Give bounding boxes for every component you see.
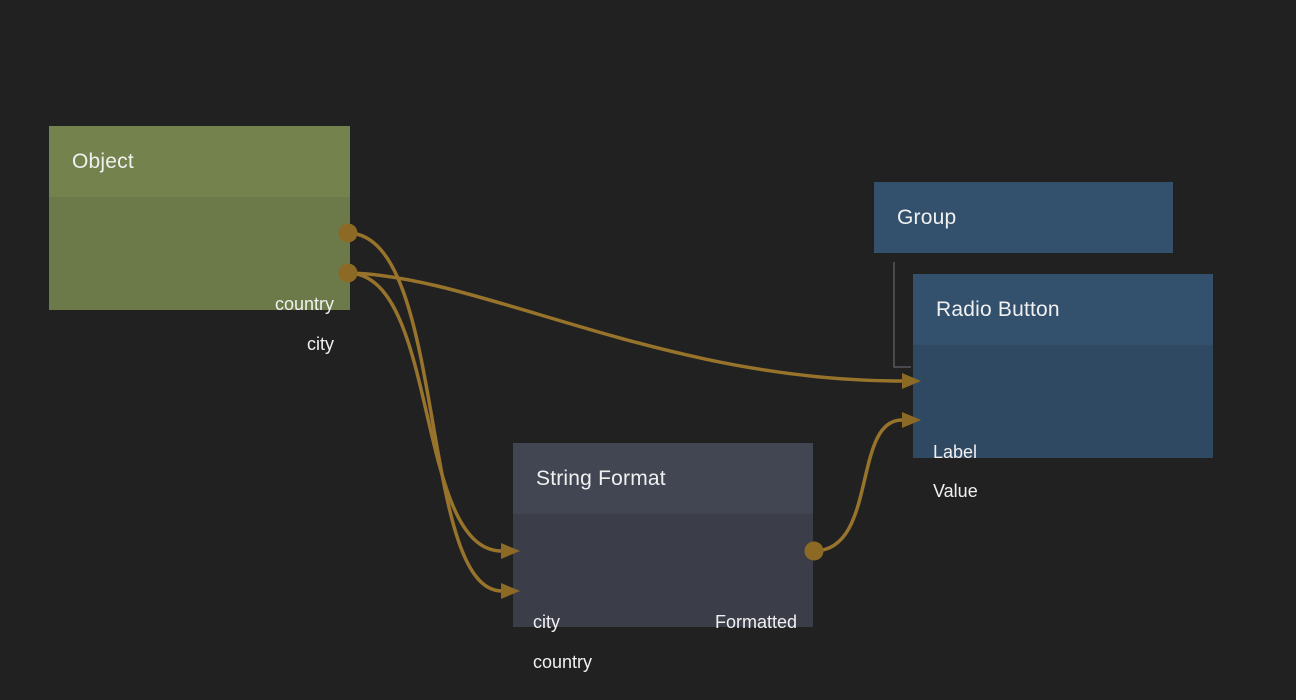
- node-object[interactable]: Object country city: [49, 126, 350, 354]
- wire-object-city-to-radio-label[interactable]: [347, 271, 903, 383]
- wire-object-city-to-stringformat-city[interactable]: [347, 271, 503, 553]
- port-string-format-city[interactable]: city: [533, 612, 560, 632]
- node-string-format-header[interactable]: String Format: [513, 443, 813, 514]
- node-object-title: Object: [72, 149, 134, 173]
- port-string-format-country[interactable]: country: [533, 652, 593, 672]
- port-object-country[interactable]: country: [274, 294, 334, 314]
- node-string-format-body: city country Formatted: [513, 514, 813, 672]
- tree-connector-group-radio: [893, 262, 911, 368]
- node-radio-button-title: Radio Button: [936, 297, 1060, 321]
- wire-object-country-to-stringformat-country[interactable]: [347, 231, 503, 593]
- node-string-format[interactable]: String Format city country Formatted: [513, 443, 813, 672]
- node-object-body: country city: [49, 197, 350, 354]
- node-string-format-title: String Format: [536, 466, 666, 490]
- port-object-city[interactable]: city: [307, 334, 334, 354]
- node-radio-button[interactable]: Radio Button Label Value: [913, 274, 1213, 501]
- wire-stringformat-formatted-to-radio-value[interactable]: [813, 418, 903, 553]
- node-object-header[interactable]: Object: [49, 126, 350, 197]
- node-radio-button-header[interactable]: Radio Button: [913, 274, 1213, 345]
- port-radio-value[interactable]: Value: [933, 481, 978, 501]
- port-string-format-formatted[interactable]: Formatted: [714, 612, 797, 632]
- node-group-header[interactable]: Group: [874, 182, 1173, 253]
- node-group[interactable]: Group: [874, 182, 1173, 253]
- port-radio-label[interactable]: Label: [933, 442, 978, 462]
- node-radio-button-body: Label Value: [913, 345, 1213, 501]
- node-group-title: Group: [897, 205, 957, 229]
